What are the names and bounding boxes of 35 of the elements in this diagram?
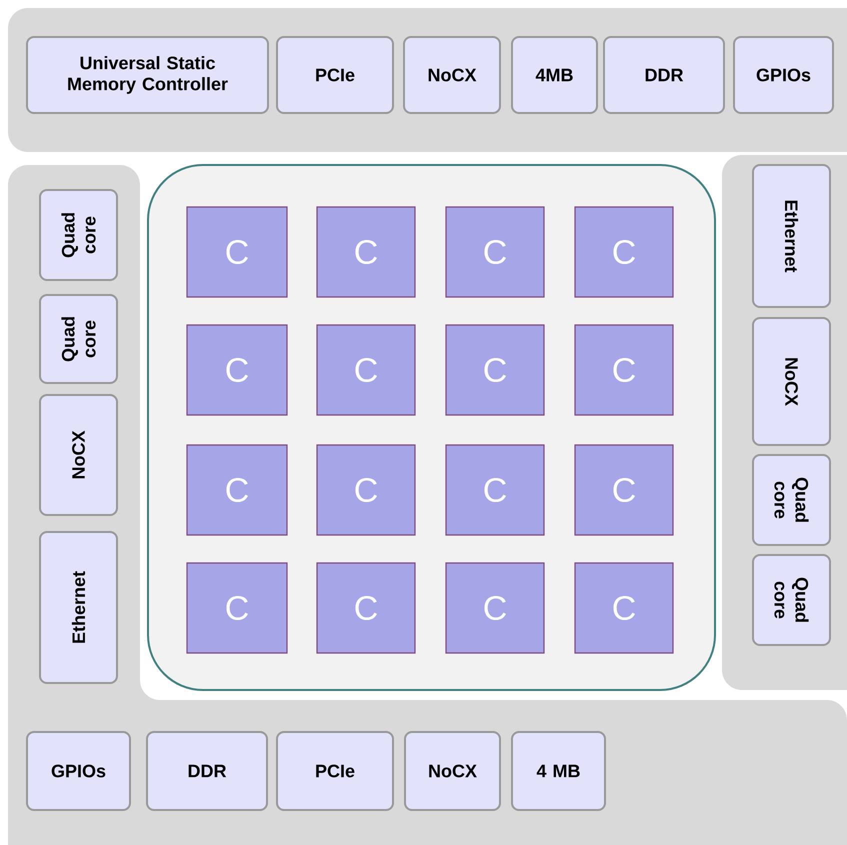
interface-block: DDR <box>146 731 268 811</box>
core-block: C <box>316 444 416 536</box>
core-block: C <box>445 444 545 536</box>
core-block: C <box>574 324 674 416</box>
core-block: C <box>316 324 416 416</box>
interface-block: PCIe <box>276 731 394 811</box>
interface-block: GPIOs <box>733 36 834 114</box>
interface-block: 4MB <box>511 36 598 114</box>
core-block: C <box>574 562 674 654</box>
core-block: C <box>574 444 674 536</box>
interface-block: NoCX <box>752 317 831 446</box>
interface-block: NoCX <box>39 394 118 516</box>
interface-block: PCIe <box>276 36 394 114</box>
core-block: C <box>445 324 545 416</box>
interface-block: Quad core <box>752 454 831 546</box>
core-block: C <box>186 562 288 654</box>
interface-block: Universal Static Memory Controller <box>26 36 269 114</box>
interface-block: NoCX <box>403 36 501 114</box>
core-block: C <box>186 206 288 298</box>
interface-block: DDR <box>603 36 725 114</box>
core-block: C <box>574 206 674 298</box>
core-block: C <box>316 206 416 298</box>
core-block: C <box>445 206 545 298</box>
core-block: C <box>186 444 288 536</box>
interface-block: Ethernet <box>39 531 118 684</box>
interface-block: GPIOs <box>26 731 131 811</box>
interface-block: Quad core <box>752 554 831 646</box>
core-block: C <box>186 324 288 416</box>
core-block: C <box>316 562 416 654</box>
interface-block: Quad core <box>39 294 118 384</box>
interface-block: NoCX <box>404 731 501 811</box>
interface-block: Ethernet <box>752 164 831 308</box>
core-block: C <box>445 562 545 654</box>
interface-block: Quad core <box>39 189 118 281</box>
interface-block: 4 MB <box>511 731 606 811</box>
